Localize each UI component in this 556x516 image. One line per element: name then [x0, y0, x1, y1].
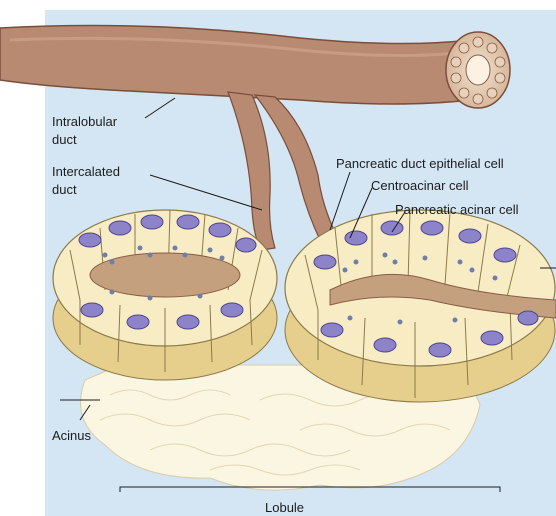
intralobular-duct-label-2: duct — [52, 132, 77, 147]
intercalated-duct-label-2: duct — [52, 182, 77, 197]
intralobular-duct-label: Intralobular — [52, 114, 118, 129]
acinus-label: Acinus — [52, 428, 92, 443]
pancreatic-duct-epithelial-cell-label: Pancreatic duct epithelial cell — [336, 156, 504, 171]
pancreatic-acinar-cell-label: Pancreatic acinar cell — [395, 202, 519, 217]
lobule-label: Lobule — [265, 500, 304, 515]
centroacinar-cell-label: Centroacinar cell — [371, 178, 469, 193]
acinus-left — [53, 210, 277, 380]
intercalated-duct-label: Intercalated — [52, 164, 120, 179]
acinus-right — [285, 210, 556, 402]
